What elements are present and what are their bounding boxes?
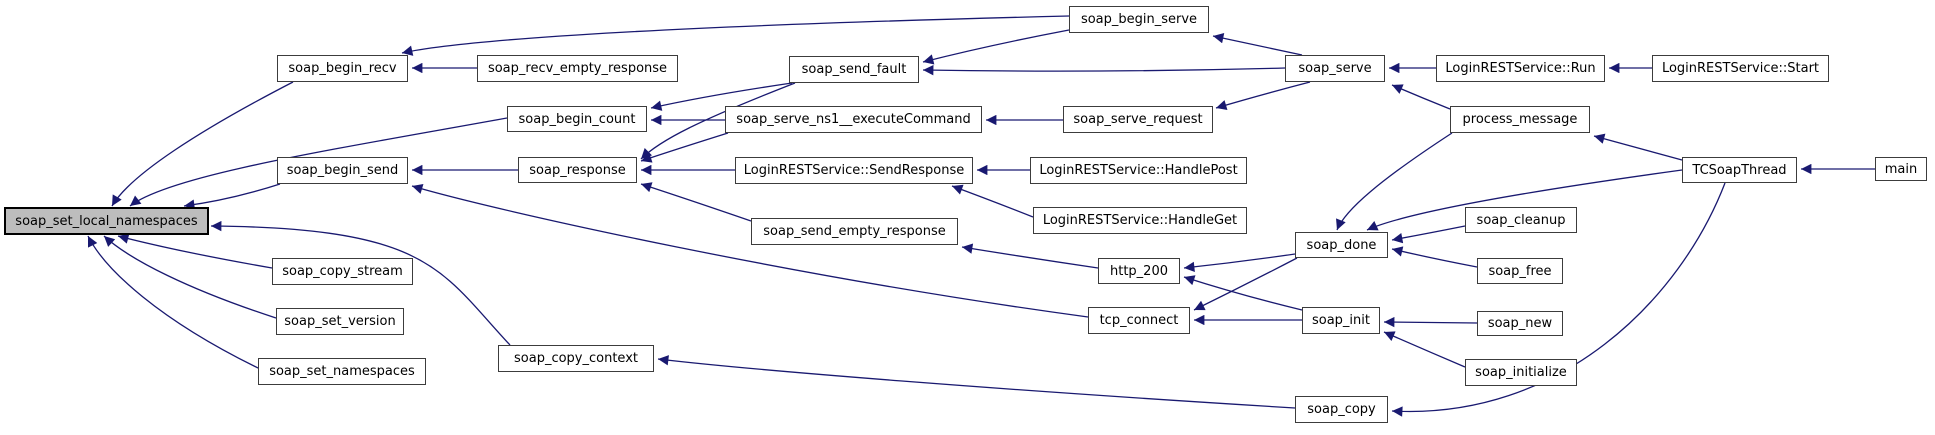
graph-node-proc_msg[interactable]: process_message [1450,106,1590,133]
graph-node-main[interactable]: main [1875,157,1927,181]
graph-node-begin_send[interactable]: soap_begin_send [277,157,408,184]
call-edge-copy-to-copy_ctx [657,355,1296,409]
graph-node-tcp[interactable]: tcp_connect [1088,307,1190,334]
call-edge-cleanup-to-done [1391,225,1466,244]
graph-node-init[interactable]: soap_init [1302,307,1380,334]
graph-node-root: soap_set_local_namespaces [4,207,209,235]
call-edge-proc_msg-to-serve [1391,84,1451,110]
call-edge-new-to-init [1383,316,1478,328]
call-edge-handle_get-to-send_resp [951,184,1034,218]
call-edge-serve-to-begin_serve [1212,33,1303,56]
graph-node-send_fault[interactable]: soap_send_fault [789,56,919,83]
call-edge-send_fault-to-begin_count [650,82,793,111]
call-edge-begin_recv-to-root [111,81,294,207]
call-edge-serve-to-serve_req [1215,81,1311,111]
call-edge-proc_msg-to-done [1336,132,1453,231]
call-edge-begin_count-to-root [129,117,508,207]
graph-node-initialize[interactable]: soap_initialize [1465,359,1577,386]
graph-node-begin_count[interactable]: soap_begin_count [507,106,647,132]
call-edge-begin_serve-to-begin_recv [401,15,1070,56]
call-edge-done-to-http200 [1183,253,1296,273]
call-edge-set_ns-to-root [87,235,259,369]
call-edge-http200-to-send_empty [961,243,1099,269]
graph-node-set_version[interactable]: soap_set_version [276,308,404,335]
graph-node-serve_req[interactable]: soap_serve_request [1063,106,1213,133]
call-edge-done-to-tcp [1193,257,1298,311]
call-edge-free-to-done [1391,246,1478,268]
call-edge-tcsoap-to-done [1366,169,1683,231]
graph-node-send_resp[interactable]: LoginRESTService::SendResponse [735,157,973,184]
call-edge-serve-to-send_fault [922,64,1286,76]
call-edge-set_version-to-root [103,235,277,319]
graph-node-run[interactable]: LoginRESTService::Run [1436,55,1605,82]
graph-node-begin_recv[interactable]: soap_begin_recv [277,55,408,82]
graph-node-cleanup[interactable]: soap_cleanup [1465,207,1577,233]
graph-node-new[interactable]: soap_new [1477,311,1563,336]
call-edge-send_empty-to-response [640,182,752,222]
call-edge-copy_ctx-to-root [210,220,511,346]
graph-node-http200[interactable]: http_200 [1098,258,1180,284]
call-edge-tcsoap-to-copy [1391,182,1726,417]
graph-node-copy_ctx[interactable]: soap_copy_context [498,345,654,372]
graph-node-tcsoap[interactable]: TCSoapThread [1682,157,1797,183]
graph-node-serve[interactable]: soap_serve [1285,55,1385,82]
call-edge-exec-to-response [640,132,729,163]
graph-node-handle_get[interactable]: LoginRESTService::HandleGet [1033,207,1247,234]
call-edge-initialize-to-init [1383,331,1466,368]
call-edge-copy_stream-to-root [117,233,273,269]
call-edge-begin_serve-to-send_fault [922,29,1070,65]
graph-node-free[interactable]: soap_free [1477,258,1563,284]
graph-node-begin_serve[interactable]: soap_begin_serve [1069,6,1209,33]
call-edge-init-to-http200 [1183,275,1303,311]
graph-node-recv_empty[interactable]: soap_recv_empty_response [477,55,678,82]
graph-node-copy_stream[interactable]: soap_copy_stream [272,258,413,285]
call-edge-tcp-to-begin_send [411,183,1089,318]
call-edge-begin_send-to-root [183,183,281,210]
graph-node-response[interactable]: soap_response [518,157,637,183]
graph-node-done[interactable]: soap_done [1295,232,1388,258]
graph-node-copy[interactable]: soap_copy [1295,396,1388,423]
graph-node-exec[interactable]: soap_serve_ns1__executeCommand [725,106,982,133]
call-edge-tcsoap-to-proc_msg [1593,133,1683,161]
graph-node-start[interactable]: LoginRESTService::Start [1652,55,1829,82]
graph-node-handle_post[interactable]: LoginRESTService::HandlePost [1030,157,1247,184]
call-edge-send_fault-to-response [640,82,796,160]
graph-node-set_ns[interactable]: soap_set_namespaces [258,358,426,385]
graph-node-send_empty[interactable]: soap_send_empty_response [751,218,958,245]
